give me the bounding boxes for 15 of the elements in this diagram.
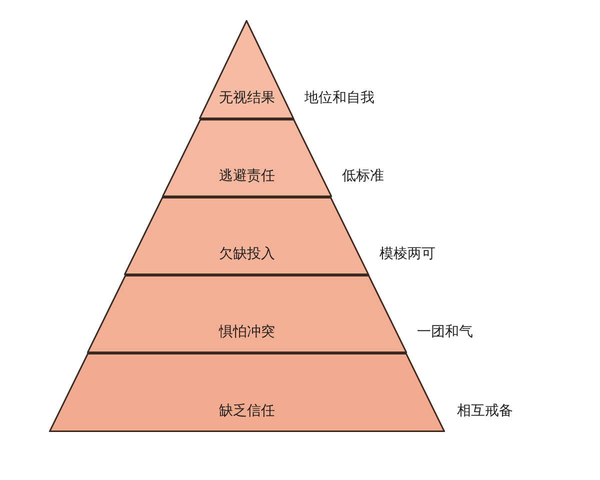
side-label: 一团和气 xyxy=(417,323,474,340)
pyramid-layer xyxy=(162,119,332,197)
pyramid-layer xyxy=(124,197,370,275)
layer-label: 惧怕冲突 xyxy=(218,323,275,340)
pyramid-layer xyxy=(49,353,445,432)
side-label: 相互戒备 xyxy=(457,402,513,419)
pyramid-layer xyxy=(199,20,295,119)
pyramid-layer xyxy=(86,275,408,353)
layer-label: 缺乏信任 xyxy=(219,402,275,419)
layer-label: 无视结果 xyxy=(218,89,275,106)
layer-label: 逃避责任 xyxy=(218,167,275,184)
layer-label: 欠缺投入 xyxy=(218,245,275,262)
side-label: 模棱两可 xyxy=(380,245,436,262)
side-label: 地位和自我 xyxy=(304,89,375,106)
side-label: 低标准 xyxy=(342,167,384,184)
